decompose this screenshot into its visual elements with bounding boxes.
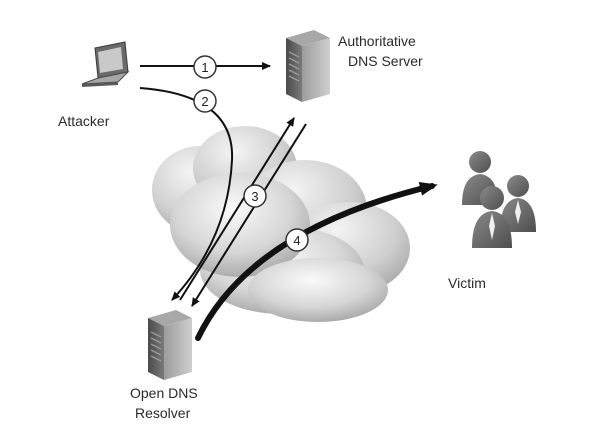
step4-arrow xyxy=(195,182,438,341)
step3-arrow-up xyxy=(179,117,295,301)
resolver-server-icon xyxy=(148,310,192,380)
step3-arrow-down xyxy=(191,123,307,307)
network-cloud-icon xyxy=(152,126,410,322)
step3-badge: 3 xyxy=(243,184,267,208)
laptop-icon xyxy=(81,41,130,87)
people-icon xyxy=(462,151,536,248)
step2-arrow xyxy=(139,87,234,301)
attacker-label: Attacker xyxy=(58,113,110,129)
step3-number: 3 xyxy=(251,189,258,204)
step4-badge: 4 xyxy=(285,228,309,252)
step1-badge: 1 xyxy=(193,55,217,79)
auth-server-icon xyxy=(286,30,330,102)
auth-server-label-line1: Authoritative xyxy=(338,33,416,49)
step1-number: 1 xyxy=(201,60,208,75)
step4-number: 4 xyxy=(293,233,300,248)
step2-number: 2 xyxy=(201,94,208,109)
step2-badge: 2 xyxy=(193,89,217,113)
victim-label: Victim xyxy=(448,275,486,291)
resolver-label-line2: Resolver xyxy=(135,405,191,421)
resolver-label-line1: Open DNS xyxy=(130,385,198,401)
auth-server-label-line2: DNS Server xyxy=(348,53,423,69)
